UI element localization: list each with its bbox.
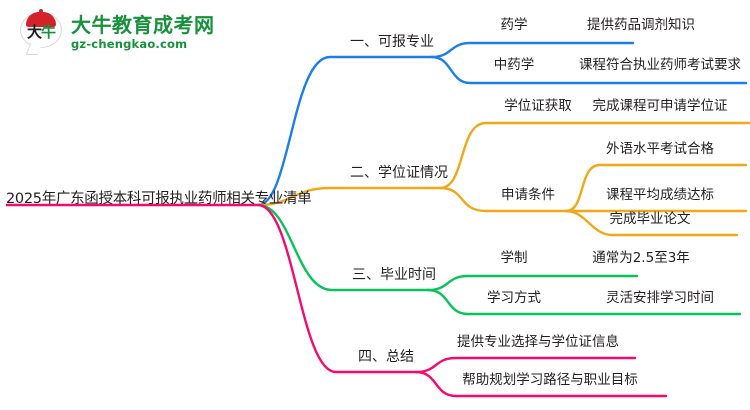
logo-subtitle: gz-chengkao.com xyxy=(71,37,188,52)
leaf-label-4-2: 帮助规划学习路径与职业目标 xyxy=(462,372,638,388)
branch-label-2: 二、学位证情况 xyxy=(350,165,448,181)
leaf-label-3-1-1: 通常为2.5至3年 xyxy=(592,250,690,266)
logo-text-block: 大牛教育成考网 gz-chengkao.com xyxy=(71,15,215,51)
node-label-1-2: 中药学 xyxy=(493,57,535,73)
node-label-3-2: 学习方式 xyxy=(487,290,541,306)
site-logo[interactable]: 大牛 大牛教育成考网 gz-chengkao.com xyxy=(18,8,218,58)
leaf-label-4-1: 提供专业选择与学位证信息 xyxy=(457,334,619,350)
node-label-1-1: 药学 xyxy=(500,17,528,33)
mindmap-root-label: 2025年广东函授本科可报执业药师相关专业清单 xyxy=(6,191,312,207)
leaf-label-2-2-2: 课程平均成绩达标 xyxy=(606,187,714,203)
logo-mark-icon: 大牛 xyxy=(18,9,64,55)
branch-label-1: 一、可报专业 xyxy=(350,34,434,50)
logo-title: 大牛教育成考网 xyxy=(71,13,215,38)
node-label-2-1: 学位证获取 xyxy=(504,98,572,114)
logo-mark-text: 大牛 xyxy=(26,23,56,41)
leaf-label-2-1-1: 完成课程可申请学位证 xyxy=(592,98,728,114)
node-label-3-1: 学制 xyxy=(500,250,528,266)
leaf-label-3-2-1: 灵活安排学习时间 xyxy=(606,290,714,306)
branch-label-3: 三、毕业时间 xyxy=(352,267,436,283)
logo-cap-shape xyxy=(26,9,56,27)
leaf-label-1-1-1: 提供药品调剂知识 xyxy=(587,17,695,33)
leaf-label-2-2-1: 外语水平考试合格 xyxy=(606,141,714,157)
branch-label-4: 四、总结 xyxy=(358,349,414,365)
leaf-label-2-2-3: 完成毕业论文 xyxy=(609,211,691,227)
node-label-2-2: 申请条件 xyxy=(501,187,555,203)
leaf-label-1-2-1: 课程符合执业药师考试要求 xyxy=(579,57,741,73)
